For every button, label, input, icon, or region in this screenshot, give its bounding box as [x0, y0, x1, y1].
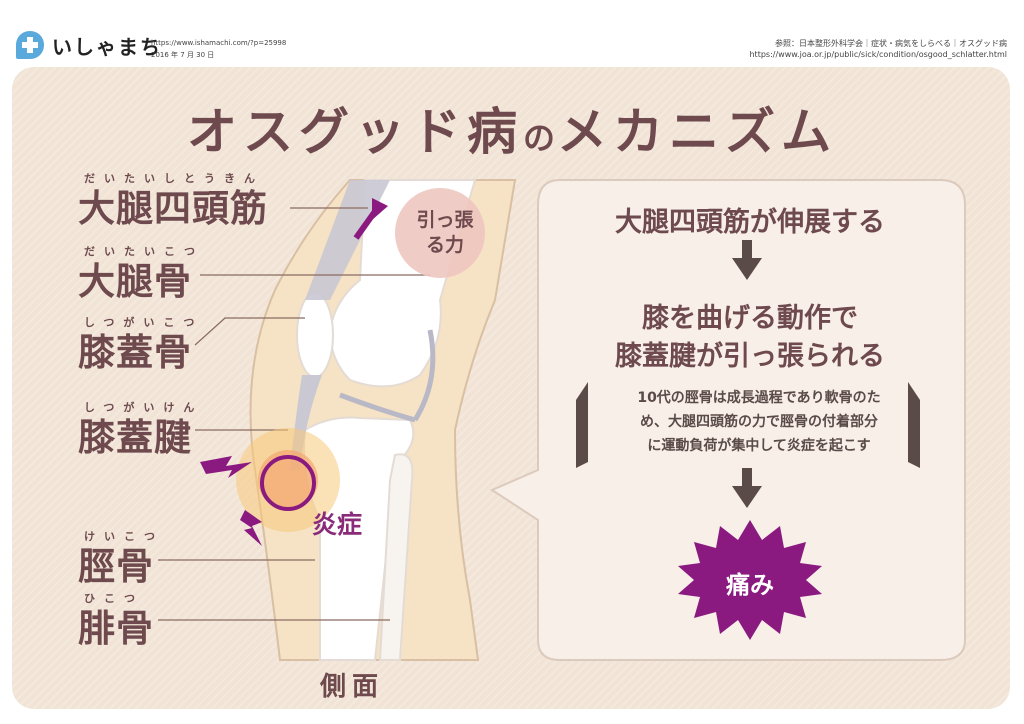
- reference-text: 参照：日本整形外科学会｜症状・病気をしらべる｜オスグッド病: [775, 39, 1007, 48]
- header: いしゃまち https://www.ishamachi.com/?p=25998…: [0, 0, 1024, 70]
- reference-url: https://www.joa.or.jp/public/sick/condit…: [749, 50, 1007, 59]
- pull-force-line2: る力: [425, 233, 464, 256]
- note-line2: め、大腿四頭筋の力で脛骨の付着部分: [640, 413, 878, 430]
- label-tibia: けいこつ 脛骨: [78, 528, 164, 585]
- label-ruby: けいこつ: [84, 530, 164, 543]
- page-title: オスグッド病のメカニズム: [0, 92, 1024, 164]
- mechanism-step1: 大腿四頭筋が伸展する: [615, 207, 885, 238]
- label-patella: しつがいこつ 膝蓋骨: [78, 314, 203, 371]
- side-view-label: 側面: [320, 672, 385, 702]
- label-ruby: しつがいけん: [84, 401, 204, 414]
- label-fibula: ひこつ 腓骨: [78, 590, 154, 647]
- step2-line1: 膝を曲げる動作で: [642, 303, 858, 334]
- pain-label: 痛み: [726, 571, 774, 599]
- note-line3: に運動負荷が集中して炎症を起こす: [647, 437, 871, 454]
- label-text: 腓骨: [78, 607, 154, 650]
- label-text: 膝蓋骨: [78, 331, 192, 374]
- label-text: 大腿骨: [78, 260, 192, 303]
- inflammation-label: 炎症: [312, 510, 363, 539]
- source-url: https://www.ishamachi.com/?p=25998: [151, 39, 287, 47]
- label-ruby: しつがいこつ: [84, 316, 204, 329]
- mechanism-note: 10代の脛骨は成長過程であり軟骨のた め、大腿四頭筋の力で脛骨の付着部分 に運動…: [604, 387, 914, 458]
- label-text: 大腿四頭筋: [78, 187, 268, 230]
- logo-text: いしゃまち: [52, 34, 162, 59]
- cross-logo-icon: [16, 31, 44, 59]
- label-ruby: だいたいしとうきん: [84, 172, 264, 185]
- label-quadriceps: だいたいしとうきん 大腿四頭筋: [78, 170, 268, 227]
- label-patellar-tendon: しつがいけん 膝蓋腱: [78, 399, 203, 456]
- label-ruby: ひこつ: [84, 592, 144, 605]
- mechanism-step2: 膝を曲げる動作で 膝蓋腱が引っ張られる: [540, 300, 960, 376]
- label-femur: だいたいこつ 大腿骨: [78, 243, 204, 300]
- label-text: 脛骨: [78, 545, 154, 588]
- pull-force-line1: 引っ張: [416, 209, 474, 231]
- title-main: オスグッド病: [186, 103, 523, 161]
- note-line1: 10代の脛骨は成長過程であり軟骨のた: [637, 390, 881, 406]
- title-rest: メカニズム: [557, 103, 837, 161]
- logo[interactable]: いしゃまち: [14, 30, 162, 60]
- label-ruby: だいたいこつ: [84, 245, 204, 258]
- label-text: 膝蓋腱: [78, 416, 192, 459]
- source-date: 2016 年 7 月 30 日: [151, 51, 215, 59]
- pull-force-label: 引っ張 る力: [410, 208, 480, 257]
- step2-line2: 膝蓋腱が引っ張られる: [615, 340, 885, 372]
- title-particle: の: [522, 119, 557, 157]
